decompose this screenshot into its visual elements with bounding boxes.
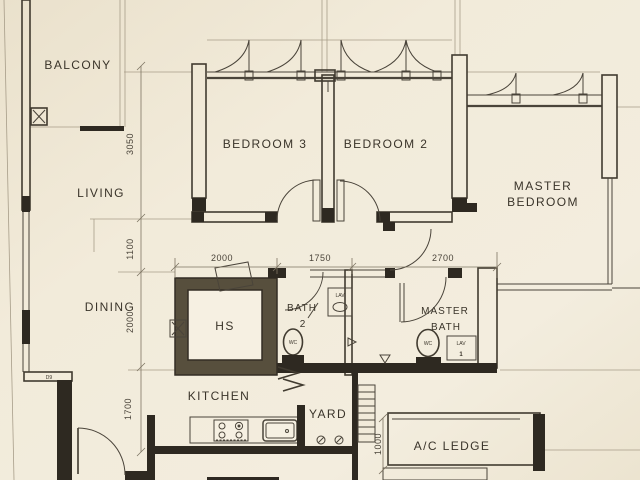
room-label-dining: DINING (85, 300, 135, 314)
door-bedroom2 (336, 179, 381, 222)
door-bath2 (284, 271, 324, 311)
room-label-kitchen: KITCHEN (188, 389, 250, 403)
stove-icon (213, 419, 249, 442)
lav-label-bath2: LAV (335, 293, 345, 299)
lav-label-master: LAV (456, 341, 466, 347)
dim-living-depth: 3050 (125, 133, 135, 155)
room-label-bedroom3: BEDROOM 3 (223, 137, 308, 151)
door-master-bath (400, 276, 447, 323)
kitchen-fixtures (189, 405, 344, 446)
dim-hs-depth: 2000 (125, 311, 135, 333)
floor-waste-icon (379, 354, 391, 364)
room-label-master-bedroom-2: BEDROOM (507, 195, 579, 209)
folding-door-icon (277, 366, 306, 392)
dimension-lines (136, 61, 502, 475)
door-kitchen-entry (77, 427, 126, 476)
sink-icon-master: LAV 1 (446, 335, 477, 361)
kitchen-sink-icon (262, 419, 298, 442)
walls (21, 0, 640, 480)
room-label-yard: YARD (309, 407, 347, 421)
household-shelter (169, 261, 278, 376)
room-label-living: LIVING (77, 186, 125, 200)
toilet-icon-bath2: WC (282, 328, 304, 364)
bath-fixtures: WC LAV WC LAV 1 (282, 287, 477, 366)
dimension-labels: 2000 1750 2700 3050 1100 2000 1700 1000 (123, 133, 454, 455)
door-bedroom3 (276, 179, 321, 222)
door-master-bedroom (389, 228, 432, 271)
toilet-icon-master: WC (416, 328, 441, 366)
room-label-master-bedroom-1: MASTER (514, 179, 572, 193)
room-label-bath2-1: BATH (287, 303, 317, 314)
dim-bath2-width: 1750 (309, 253, 331, 263)
column-marker-icon (30, 107, 48, 126)
room-label-balcony: BALCONY (44, 58, 111, 72)
dim-hs-width: 2000 (211, 253, 233, 263)
balcony-kerb (80, 126, 124, 131)
room-label-bedroom2: BEDROOM 2 (344, 137, 429, 151)
room-label-master-bath-1: MASTER (421, 306, 469, 317)
wall-step-d9 (23, 371, 73, 382)
room-label-bath2-2: 2 (300, 319, 307, 330)
lav-tag-master: 1 (459, 352, 463, 358)
hs-wall-marker-icon (169, 319, 187, 338)
grille-icon (357, 384, 376, 443)
wc-label-bath2: WC (289, 340, 298, 346)
dim-ac-ledge-depth: 1000 (373, 433, 383, 455)
floor-trap-icons (316, 435, 344, 445)
floor-waste-icon (347, 337, 358, 347)
room-label-hs: HS (215, 319, 234, 333)
dim-corridor-width: 1100 (125, 238, 135, 259)
room-label-ac-ledge: A/C LEDGE (414, 439, 491, 453)
wc-label-master: WC (424, 341, 433, 347)
service-duct (297, 405, 305, 446)
sink-icon-bath2: LAV (327, 287, 353, 317)
door-tag-d9: D9 (46, 375, 53, 381)
room-labels: BALCONY LIVING DINING BEDROOM 3 BEDROOM … (44, 58, 579, 453)
dim-master-bath-width: 2700 (432, 253, 454, 263)
hs-vent-icon (214, 261, 254, 292)
dim-kitchen-width: 1700 (123, 398, 133, 420)
room-label-master-bath-2: BATH (431, 322, 461, 333)
guide-lines (3, 0, 640, 480)
casement-windows (207, 39, 602, 108)
doors (77, 179, 447, 476)
